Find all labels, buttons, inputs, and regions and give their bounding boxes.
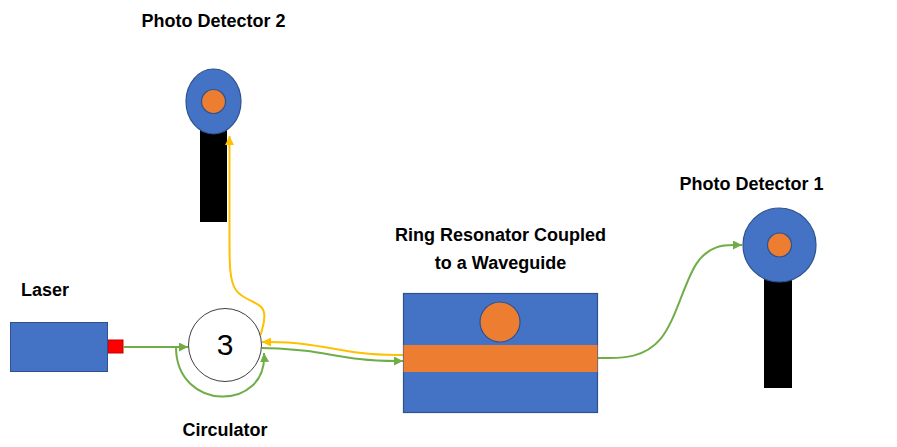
light-path xyxy=(230,136,265,335)
photo-detector: Photo Detector 1 xyxy=(742,207,817,283)
chip-label: Ring Resonator Coupled to a Waveguide xyxy=(390,221,612,277)
laser-box: Laser xyxy=(10,322,108,372)
light-path xyxy=(598,245,742,358)
detector-sensor xyxy=(202,90,226,114)
detector-label: Photo Detector 2 xyxy=(141,10,285,32)
laser-aperture xyxy=(108,340,123,353)
detector-head xyxy=(185,68,242,135)
circulator-circle: 3Circulator xyxy=(188,308,262,382)
port-count: 3 xyxy=(189,309,261,381)
detector-label: Photo Detector 1 xyxy=(679,173,823,195)
detector-sensor xyxy=(768,233,792,257)
chip-substrate xyxy=(404,294,598,413)
light-path xyxy=(123,346,188,348)
photo-detector: Photo Detector 2 xyxy=(185,68,242,135)
light-path xyxy=(262,342,403,355)
waveguide xyxy=(404,345,598,372)
ring-resonator xyxy=(480,302,520,342)
laser-label: Laser xyxy=(21,279,69,301)
detector-housing xyxy=(186,69,241,134)
circulator-label: Circulator xyxy=(182,419,267,441)
chip-outline xyxy=(403,293,598,413)
detector-stand xyxy=(764,278,792,388)
detector-head xyxy=(742,207,817,283)
detector-housing xyxy=(743,208,816,282)
detector-stand xyxy=(200,128,227,222)
ring-resonator-chip: Ring Resonator Coupled to a Waveguide xyxy=(403,293,598,413)
